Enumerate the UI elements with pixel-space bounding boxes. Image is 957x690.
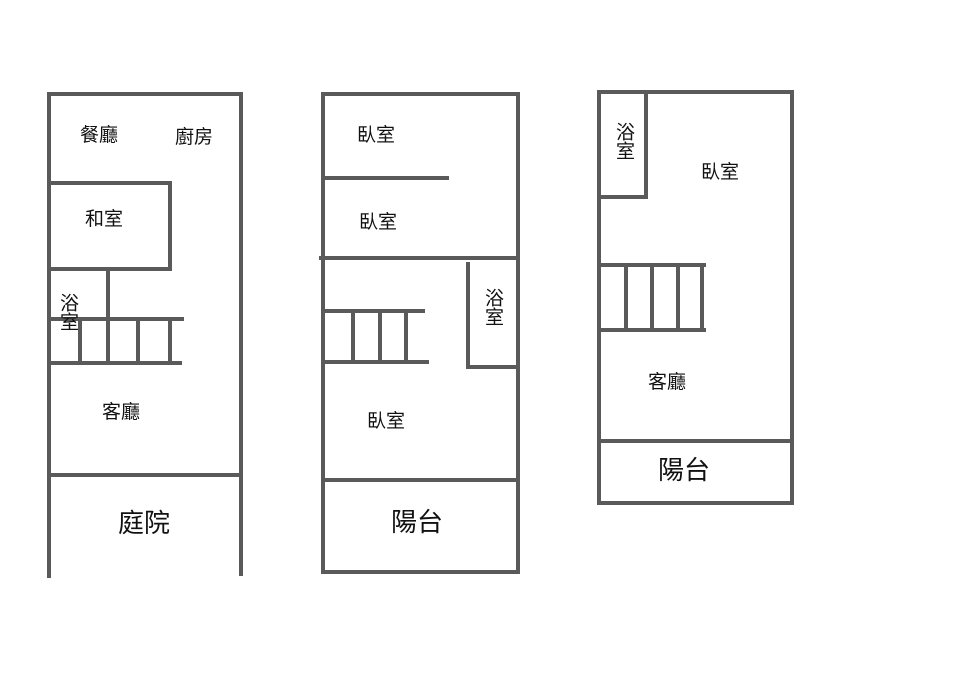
floor-2-labels: 臥室 臥室 浴室 臥室 陽台	[357, 124, 504, 538]
f1-dining-label: 餐廳	[80, 124, 118, 146]
f3-living-label: 客廳	[648, 371, 686, 393]
f1-courtyard-label: 庭院	[118, 509, 170, 539]
floor-2-walls	[319, 92, 520, 574]
f1-bath-label: 浴室	[57, 293, 79, 331]
f1-kitchen-label: 廚房	[175, 125, 213, 148]
f3-balcony-label: 陽台	[658, 456, 710, 486]
floor-1: 餐廳 廚房 和室 浴室 客廳 庭院	[47, 92, 243, 578]
f2-outer-walls	[321, 92, 520, 574]
f2-bath-label: 浴室	[482, 288, 504, 326]
f3-outer-walls	[597, 90, 794, 505]
f1-living-label: 客廳	[102, 401, 140, 423]
f1-tatami-label: 和室	[85, 208, 123, 230]
floor-3-labels: 浴室 臥室 客廳 陽台	[613, 122, 739, 486]
f2-bedroom-c-label: 臥室	[367, 410, 405, 432]
floor-1-walls	[47, 92, 243, 578]
f2-balcony-label: 陽台	[391, 508, 443, 538]
f3-bedroom-label: 臥室	[701, 161, 739, 183]
floor-3-walls	[597, 90, 794, 505]
f2-bedroom-a-label: 臥室	[357, 124, 395, 146]
floor-2: 臥室 臥室 浴室 臥室 陽台	[319, 92, 520, 574]
floor-3: 浴室 臥室 客廳 陽台	[597, 90, 794, 505]
f2-bedroom-b-label: 臥室	[359, 211, 397, 233]
floor-1-labels: 餐廳 廚房 和室 浴室 客廳 庭院	[57, 124, 213, 539]
f3-bath-label: 浴室	[613, 122, 635, 160]
